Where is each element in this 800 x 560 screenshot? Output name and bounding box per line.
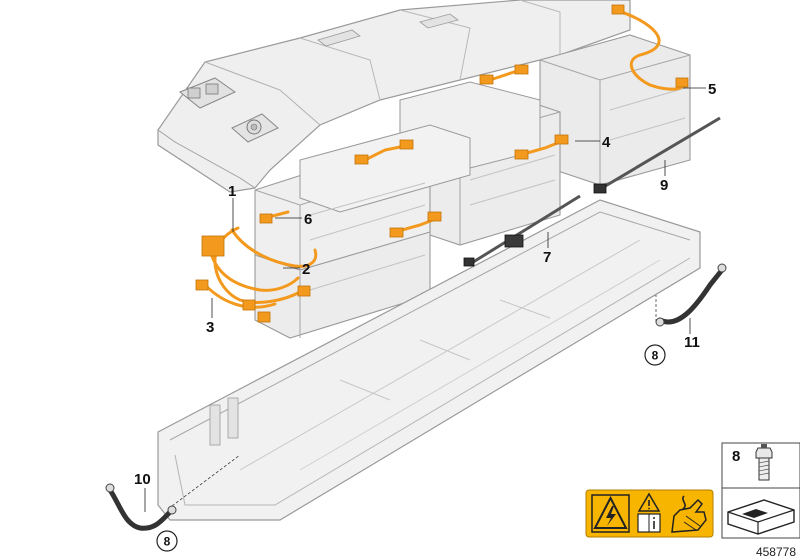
- battery-lower-housing: [157, 199, 701, 521]
- part-8-legend-box: 8: [721, 442, 800, 539]
- callout-7: 7: [543, 249, 551, 266]
- cable-connectors: [195, 4, 689, 323]
- callout-labels: 1 2 3 4 5 6 7 9 10 11: [134, 81, 716, 488]
- leader-lines: [144, 87, 706, 512]
- callout-10: 10: [134, 471, 151, 488]
- legend-label-8: 8: [732, 448, 740, 465]
- bolt-icon: [755, 444, 773, 481]
- washer-icon: [727, 499, 795, 535]
- callout-1: 1: [228, 183, 236, 200]
- service-connector: [179, 77, 237, 109]
- circled-ref-left: 8: [156, 530, 178, 552]
- warning-label: [585, 489, 714, 538]
- callout-3: 3: [206, 319, 214, 336]
- round-port: [231, 113, 279, 143]
- manual-info-icon: [637, 513, 661, 533]
- battery-top-cover: [157, 0, 631, 193]
- cable-tie-9: [593, 116, 721, 194]
- svg-text:8: 8: [652, 349, 659, 363]
- svg-text:8: 8: [164, 535, 171, 549]
- callout-11: 11: [684, 334, 700, 351]
- ground-strap-11: [655, 263, 727, 327]
- caution-triangle-icon: [637, 492, 661, 512]
- battery-modules: [254, 34, 691, 339]
- high-voltage-warning-icon: [591, 494, 630, 533]
- circled-ref-right: 8: [644, 344, 666, 366]
- cable-tie-7: [463, 194, 581, 267]
- callout-9: 9: [660, 177, 668, 194]
- callout-4: 4: [602, 134, 611, 151]
- ground-strap-10: [105, 454, 241, 531]
- callout-2: 2: [302, 261, 310, 278]
- callout-5: 5: [708, 81, 716, 98]
- document-number: 458778: [756, 545, 796, 559]
- hand-warning-icon: [671, 495, 707, 533]
- callout-6: 6: [304, 211, 312, 228]
